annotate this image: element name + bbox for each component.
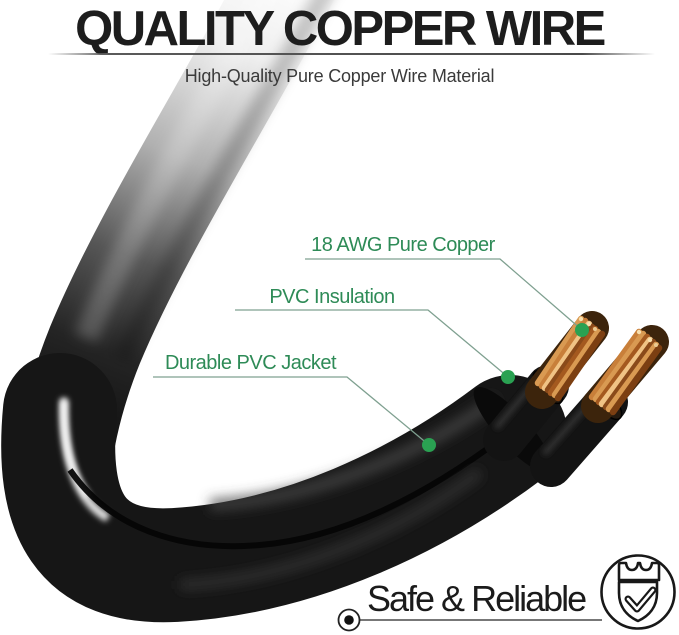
cable-photo [1, 0, 669, 623]
copper-strands-left [525, 311, 609, 409]
check-mark [624, 586, 657, 613]
dot-insulation [501, 370, 515, 384]
callout-pvc-insulation: PVC Insulation [269, 286, 395, 308]
shield-crown-check-icon [600, 554, 676, 630]
title-divider [48, 53, 655, 55]
copper-strands-right [581, 325, 669, 423]
callout-awg-pure-copper: 18 AWG Pure Copper [311, 234, 495, 256]
leader-line-insulation [235, 309, 509, 378]
dot-awg [575, 323, 589, 337]
leader-line-awg [305, 258, 583, 331]
safety-tagline: Safe & Reliable [367, 578, 587, 619]
leader-line-jacket [153, 376, 430, 446]
callout-dots [422, 323, 589, 452]
callout-durable-pvc-jacket: Durable PVC Jacket [164, 352, 337, 374]
tagline-bullet [337, 608, 602, 632]
subtitle: High-Quality Pure Copper Wire Material [184, 66, 495, 86]
page-title: QUALITY COPPER WIRE [75, 2, 606, 56]
crown-shape [617, 561, 661, 582]
dot-jacket [422, 438, 436, 452]
cable-groove [67, 435, 504, 550]
leader-lines [153, 258, 583, 446]
